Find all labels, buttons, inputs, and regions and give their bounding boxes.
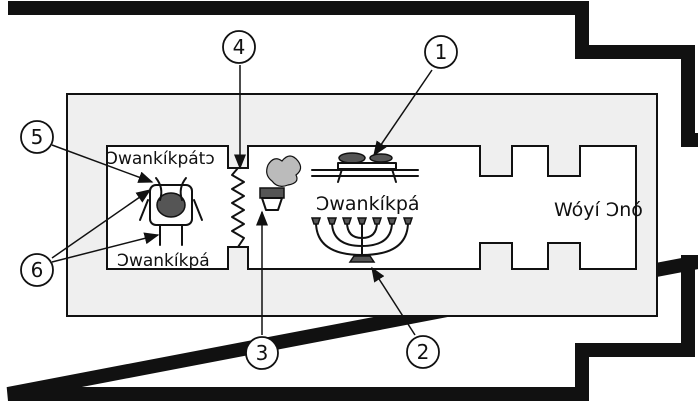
svg-text:2: 2 <box>417 340 430 364</box>
leader-line-5 <box>51 144 154 183</box>
veil-icon <box>231 167 245 248</box>
incense-altar-icon <box>259 155 302 211</box>
svg-text:6: 6 <box>31 258 44 282</box>
leader-line-6a <box>51 189 152 259</box>
callout-6: 6 <box>20 253 54 287</box>
label-holy-of-holies-lower: Ɔwankíkpá <box>117 251 210 271</box>
callout-4: 4 <box>222 30 256 64</box>
ark-of-covenant-icon <box>139 177 203 246</box>
sanctuary-outline <box>106 145 637 270</box>
callout-1: 1 <box>424 35 458 69</box>
callout-2: 2 <box>406 335 440 369</box>
svg-text:4: 4 <box>233 35 246 59</box>
label-holy-of-holies: Ɔwankíkpátɔ <box>106 149 215 169</box>
leader-line-6b <box>51 232 160 263</box>
svg-text:3: 3 <box>256 341 269 365</box>
label-holy-place: Ɔwankíkpá <box>316 193 420 215</box>
callout-5: 5 <box>20 120 54 154</box>
leader-line-1 <box>373 69 433 157</box>
menorah-icon <box>310 217 414 263</box>
leader-line-2 <box>371 266 416 336</box>
svg-text:5: 5 <box>31 125 44 149</box>
callout-3: 3 <box>245 336 279 370</box>
label-courtyard: Wóyí Ɔnó <box>554 199 643 221</box>
svg-text:1: 1 <box>435 40 448 64</box>
